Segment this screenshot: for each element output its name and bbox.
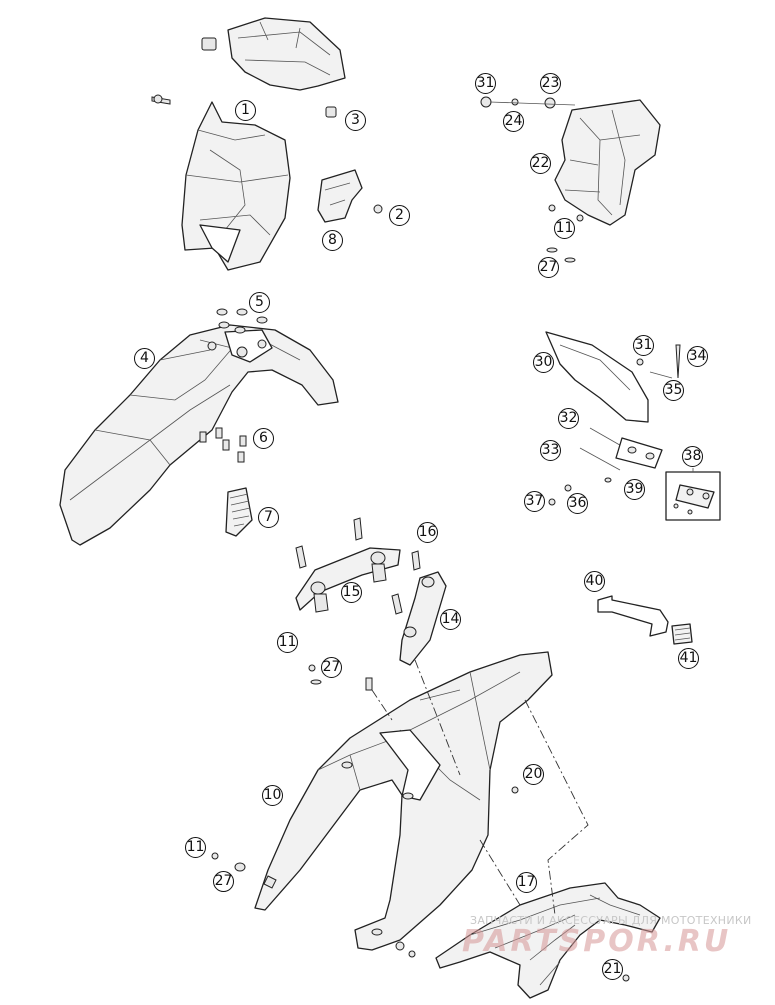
callout-15[interactable]: 15 (341, 582, 362, 603)
number-plate-holder-part (480, 96, 661, 263)
callout-5[interactable]: 5 (249, 292, 270, 313)
callout-24[interactable]: 24 (503, 111, 524, 132)
callout-11-b[interactable]: 11 (277, 632, 298, 653)
headlight-bracket-part (151, 94, 383, 223)
grab-handle-14-part (391, 571, 447, 666)
callout-11-a[interactable]: 11 (554, 218, 575, 239)
callout-32[interactable]: 32 (558, 408, 579, 429)
assembly-lines (371, 659, 589, 916)
headlight-mask-part (181, 101, 291, 271)
callout-1[interactable]: 1 (235, 100, 256, 121)
callout-33[interactable]: 33 (540, 440, 561, 461)
callout-27-a[interactable]: 27 (538, 257, 559, 278)
callout-14[interactable]: 14 (440, 609, 461, 630)
callout-38[interactable]: 38 (682, 446, 703, 467)
rear-fender-10-part (211, 651, 553, 958)
callout-39[interactable]: 39 (624, 479, 645, 500)
callout-34[interactable]: 34 (687, 346, 708, 367)
callout-11-c[interactable]: 11 (185, 837, 206, 858)
subframe-17-part (435, 882, 661, 999)
reflector-bracket-40-part (597, 595, 693, 645)
plate-light-38-part (665, 468, 721, 521)
callout-23[interactable]: 23 (540, 73, 561, 94)
callout-31-b[interactable]: 31 (633, 335, 654, 356)
callout-8[interactable]: 8 (322, 230, 343, 251)
callout-17[interactable]: 17 (516, 872, 537, 893)
callout-36[interactable]: 36 (567, 493, 588, 514)
side-cover-15-part (295, 517, 421, 613)
callout-22[interactable]: 22 (530, 153, 551, 174)
headlight-bulb-cover-part (201, 17, 346, 91)
callout-41[interactable]: 41 (678, 648, 699, 669)
callout-4[interactable]: 4 (134, 348, 155, 369)
callout-6[interactable]: 6 (253, 428, 274, 449)
callout-31-a[interactable]: 31 (475, 73, 496, 94)
callout-7[interactable]: 7 (258, 507, 279, 528)
callout-37[interactable]: 37 (524, 491, 545, 512)
callout-35[interactable]: 35 (663, 380, 684, 401)
callout-2[interactable]: 2 (389, 205, 410, 226)
callout-40[interactable]: 40 (584, 571, 605, 592)
front-fender-part (59, 324, 339, 546)
callout-20[interactable]: 20 (523, 764, 544, 785)
callout-3[interactable]: 3 (345, 110, 366, 131)
license-plate-bracket-part (545, 331, 681, 506)
watermark-caption: ЗАПЧАСТИ И АКСЕССУАРЫ ДЛЯ МОТОТЕХНИКИ (470, 914, 752, 927)
callout-21[interactable]: 21 (602, 959, 623, 980)
fender-screws-6 (199, 427, 247, 463)
watermark-brand: PARTSPOR.RU (462, 924, 732, 959)
callout-16[interactable]: 16 (417, 522, 438, 543)
callout-27-b[interactable]: 27 (321, 657, 342, 678)
callout-10[interactable]: 10 (262, 785, 283, 806)
fender-screws-5 (216, 308, 268, 334)
callout-27-c[interactable]: 27 (213, 871, 234, 892)
callout-30[interactable]: 30 (533, 352, 554, 373)
reflector-7-part (225, 487, 253, 537)
